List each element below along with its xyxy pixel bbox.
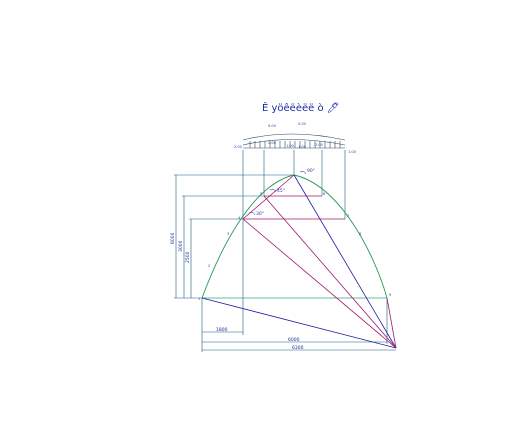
load-label-bottom: 2.00 <box>315 143 323 147</box>
chords <box>243 195 345 220</box>
load-top-curve <box>242 133 346 141</box>
load-label-bottom: 1.00 <box>298 145 306 149</box>
point-labels: 1 2 3 4 5 6 7 8 9 <box>198 192 391 301</box>
horizontal-dimension-labels: 1800 6000 6300 <box>216 327 304 351</box>
ray-apex-low <box>242 174 295 220</box>
dim-label-6000-h: 6000 <box>288 337 300 343</box>
vertical-dimensions <box>174 150 346 335</box>
pin-icon: 🖊 <box>326 103 340 114</box>
angle-label: 30° <box>256 211 264 217</box>
load-label-top: 0.00 <box>298 122 306 126</box>
dim-label-2500: 2500 <box>185 251 191 263</box>
point-label: 5 <box>260 192 262 196</box>
rays <box>201 174 397 349</box>
diagram-title: Ê yöêëèëë ò 🖊 <box>262 103 339 114</box>
angle-arc <box>299 171 307 175</box>
load-mid-curve <box>242 139 346 146</box>
dim-label-1800: 1800 <box>216 327 228 333</box>
dim-label-3000: 3000 <box>178 240 184 252</box>
vertical-dimension-labels: 6000 3000 2500 <box>170 232 191 263</box>
dim-label-6000: 6000 <box>170 232 176 244</box>
point-label: 6 <box>323 192 325 196</box>
angle-label: 45° <box>277 188 285 194</box>
load-diagram <box>242 133 346 149</box>
point-label: 7 <box>347 214 349 218</box>
point-label: 2 <box>208 264 210 268</box>
ray-low <box>242 218 397 349</box>
point-label: 3 <box>227 232 229 236</box>
arch-curve <box>201 174 388 299</box>
load-ticks <box>249 141 341 148</box>
horizontal-dimensions <box>201 298 396 352</box>
angle-label: 90° <box>307 168 315 174</box>
load-label-bottom: 2.00 <box>234 145 242 149</box>
ray-right <box>386 297 397 349</box>
title-text: Ê yöêëèëë ò <box>262 103 324 114</box>
point-label: 9 <box>389 293 391 297</box>
angle-arc <box>269 189 277 193</box>
point-label: 4 <box>238 216 241 220</box>
angle-labels: 90° 45° 30° <box>256 168 315 217</box>
ray-mid <box>263 195 397 349</box>
load-label-bottom: 2.00 <box>268 141 276 145</box>
angle-arc <box>248 212 256 216</box>
load-labels: 0.00 0.00 2.00 2.00 1.00 1.00 2.00 1.00 <box>234 122 356 154</box>
dim-label-6300: 6300 <box>292 345 304 351</box>
load-label-bottom: 1.00 <box>286 144 294 148</box>
load-label-bottom: 1.00 <box>348 150 356 154</box>
load-label-top: 0.00 <box>268 124 276 128</box>
angle-marks <box>248 171 307 216</box>
point-label: 1 <box>198 297 200 301</box>
ray-base <box>201 297 397 349</box>
point-label: 8 <box>359 232 361 236</box>
ray-apex <box>293 174 397 349</box>
